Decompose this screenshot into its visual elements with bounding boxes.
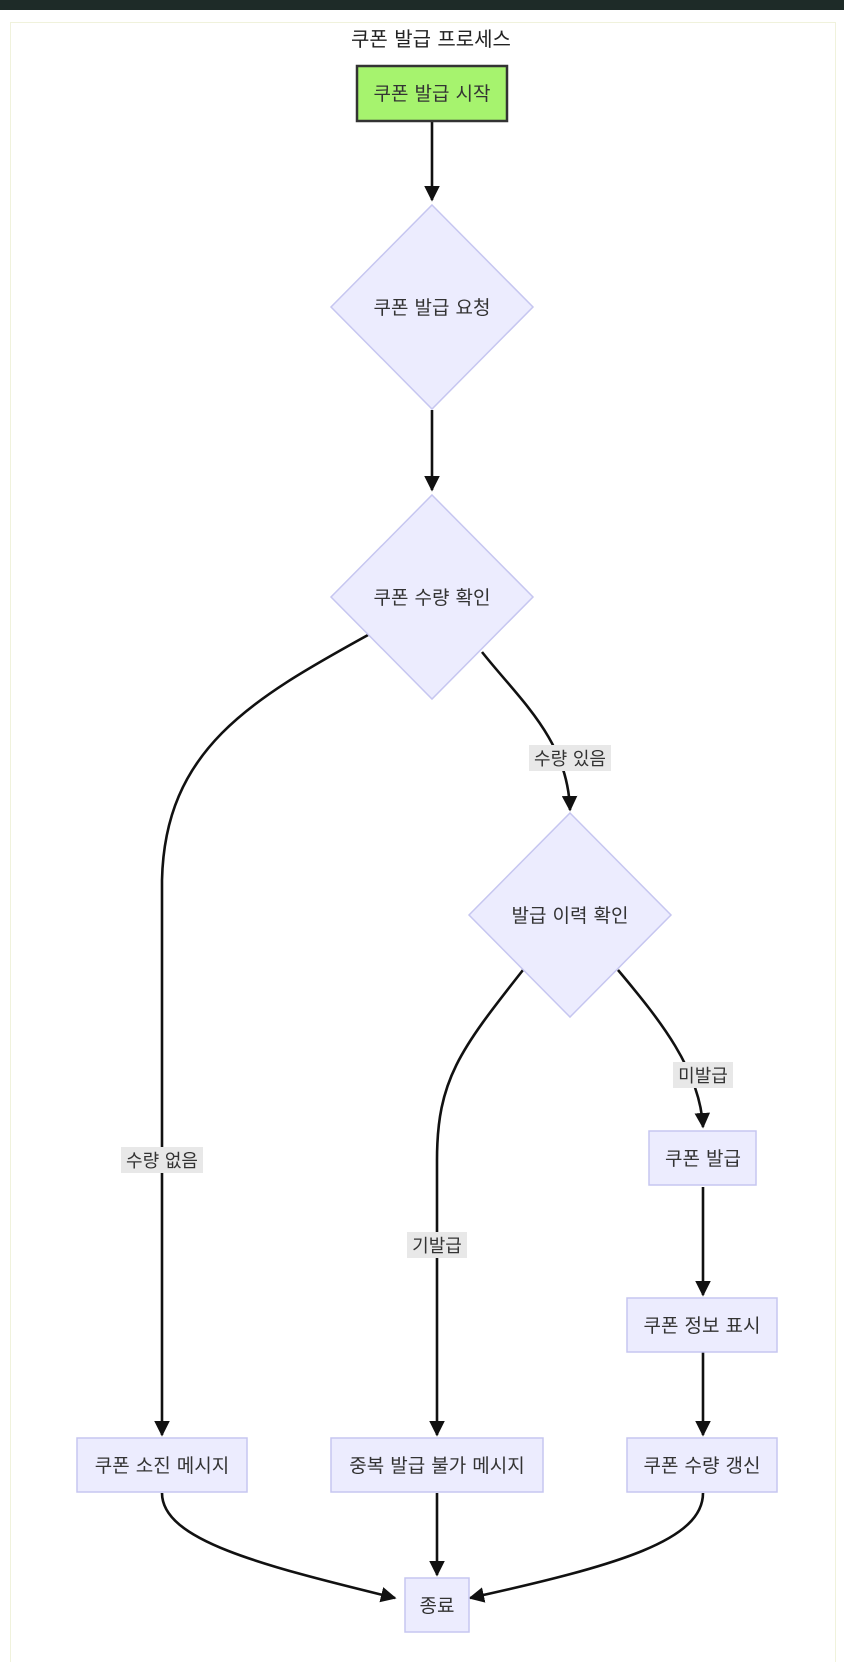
- svg-text:쿠폰 정보 표시: 쿠폰 정보 표시: [644, 1315, 761, 1337]
- edge-label-qty-none: 수량 없음: [121, 1147, 203, 1173]
- svg-text:쿠폰 발급: 쿠폰 발급: [665, 1148, 741, 1170]
- svg-text:발급 이력 확인: 발급 이력 확인: [512, 905, 629, 927]
- end-node: 종료: [404, 1577, 470, 1633]
- svg-text:기발급: 기발급: [412, 1236, 462, 1257]
- process-exhausted-message: 쿠폰 소진 메시지: [76, 1437, 248, 1493]
- edge-qty-available: [480, 651, 578, 812]
- edge-update-to-end: [468, 1492, 705, 1603]
- process-update-quantity: 쿠폰 수량 갱신: [626, 1437, 778, 1493]
- decision-check-quantity: 쿠폰 수량 확인: [329, 493, 535, 701]
- svg-text:수량 없음: 수량 없음: [126, 1151, 198, 1172]
- edge-label-not-issued: 미발급: [673, 1062, 733, 1088]
- edge-already-issued: [429, 969, 525, 1437]
- edge-not-issued: [617, 969, 711, 1129]
- svg-text:미발급: 미발급: [678, 1066, 728, 1087]
- svg-text:쿠폰 발급 요청: 쿠폰 발급 요청: [374, 297, 491, 319]
- svg-text:쿠폰 발급 시작: 쿠폰 발급 시작: [374, 83, 491, 105]
- process-duplicate-message: 중복 발급 불가 메시지: [330, 1437, 544, 1493]
- svg-text:중복 발급 불가 메시지: 중복 발급 불가 메시지: [349, 1455, 524, 1477]
- decision-request: 쿠폰 발급 요청: [329, 203, 535, 411]
- svg-text:쿠폰 수량 갱신: 쿠폰 수량 갱신: [644, 1455, 761, 1477]
- svg-text:수량 있음: 수량 있음: [534, 749, 606, 770]
- window-top-bar: [0, 0, 844, 10]
- edge-exhausted-to-end: [160, 1492, 397, 1603]
- edge-label-qty-available: 수량 있음: [529, 745, 611, 771]
- edges: [154, 122, 711, 1603]
- process-show-info: 쿠폰 정보 표시: [626, 1297, 778, 1353]
- diagram-title: 쿠폰 발급 프로세스: [351, 27, 511, 51]
- process-issue-coupon: 쿠폰 발급: [648, 1130, 757, 1186]
- svg-text:쿠폰 소진 메시지: 쿠폰 소진 메시지: [95, 1455, 229, 1477]
- edge-qty-none: [154, 633, 369, 1437]
- decision-check-history: 발급 이력 확인: [467, 811, 673, 1019]
- svg-text:종료: 종료: [420, 1595, 455, 1617]
- edge-label-already-issued: 기발급: [407, 1232, 467, 1258]
- start-node: 쿠폰 발급 시작: [355, 64, 509, 123]
- svg-text:쿠폰 수량 확인: 쿠폰 수량 확인: [374, 587, 491, 609]
